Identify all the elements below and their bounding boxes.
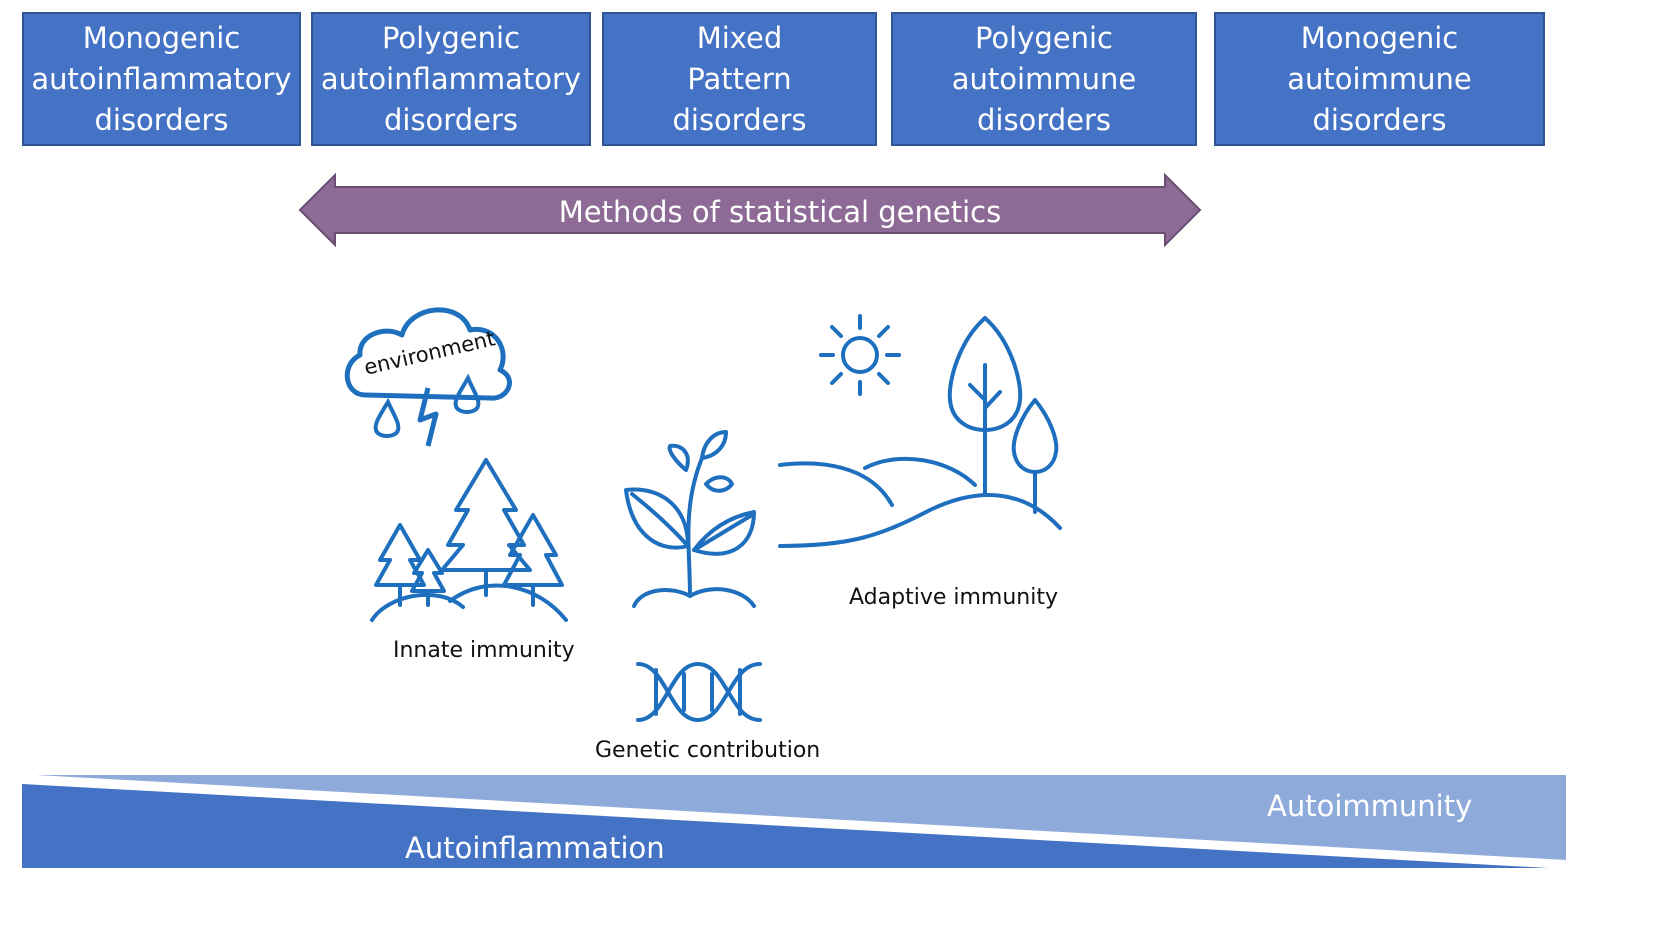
autoinflammation-wedge	[22, 784, 1548, 868]
environment-label: environment	[362, 326, 498, 379]
category-box-polygenic-autoinflammatory: Polygenic autoinflammatory disorders	[311, 12, 591, 146]
forest-hill-right	[448, 583, 568, 622]
raindrop-right-icon	[453, 373, 481, 414]
upper-left-leaf	[667, 443, 690, 472]
small-tree-crown	[1011, 398, 1059, 474]
category-box-monogenic-autoinflammatory: Monogenic autoinflammatory disorders	[22, 12, 301, 146]
left-leaf	[624, 487, 690, 550]
raindrop-left-icon	[373, 397, 401, 438]
top-leaf	[700, 430, 728, 460]
plant-stem	[686, 456, 704, 598]
landscape-icon	[778, 314, 1062, 548]
category-label: Monogenic autoinflammatory disorders	[31, 20, 292, 137]
dna-helix-icon	[636, 661, 762, 723]
methods-arrow-label: Methods of statistical genetics	[558, 195, 1002, 229]
left-pine-tree	[374, 523, 426, 587]
rain-cloud-icon	[344, 307, 512, 447]
adaptive-immunity-caption: Adaptive immunity	[849, 585, 1058, 610]
innate-immunity-caption: Innate immunity	[393, 638, 575, 663]
category-label: Monogenic autoimmune disorders	[1287, 20, 1472, 137]
hill-front	[778, 493, 1062, 548]
lightning-bolt-icon	[417, 387, 439, 447]
category-box-mixed-pattern: Mixed Pattern disorders	[602, 12, 877, 146]
category-label: Polygenic autoimmune disorders	[951, 20, 1137, 137]
forest-hill-left	[370, 592, 465, 622]
sun-icon	[819, 314, 901, 396]
right-leaf	[692, 510, 756, 556]
category-label: Polygenic autoinflammatory disorders	[320, 20, 582, 137]
pine-forest-icon	[370, 458, 568, 622]
methods-arrow-shape	[298, 172, 1202, 248]
genetic-contribution-caption: Genetic contribution	[595, 738, 821, 763]
hill-middle	[863, 456, 977, 487]
autoinflammation-label: Autoinflammation	[405, 831, 665, 865]
upper-right-leaf	[704, 475, 734, 493]
soil-mound	[632, 587, 756, 608]
spectrum-band	[22, 775, 1566, 868]
autoimmunity-wedge	[36, 775, 1566, 860]
hill-back	[778, 461, 894, 507]
environment-label-layer: environment	[362, 326, 498, 379]
autoimmunity-label: Autoimmunity	[1267, 789, 1473, 823]
category-box-monogenic-autoimmune: Monogenic autoimmune disorders	[1214, 12, 1545, 146]
cloud-outline	[344, 307, 512, 401]
sprout-plant-icon	[624, 430, 756, 608]
category-label: Mixed Pattern disorders	[672, 20, 807, 137]
category-box-polygenic-autoimmune: Polygenic autoimmune disorders	[891, 12, 1197, 146]
methods-double-arrow	[298, 172, 1202, 248]
